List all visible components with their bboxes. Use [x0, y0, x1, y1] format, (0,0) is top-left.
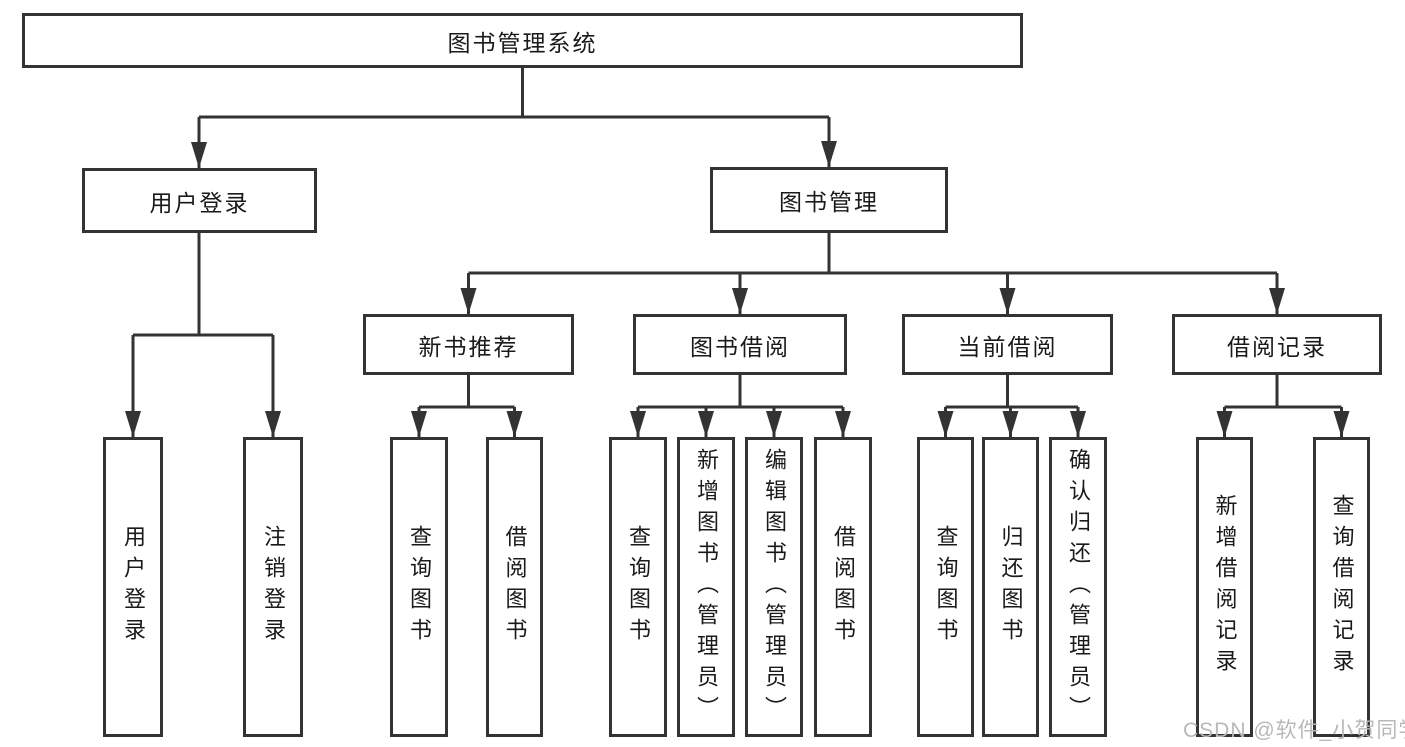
node-current-borrow: 当前借阅 — [902, 314, 1113, 375]
node-query-book-cb-label: 查询图书 — [933, 525, 959, 649]
node-query-book-cb: 查询图书 — [917, 437, 974, 737]
node-borrow-records: 借阅记录 — [1172, 314, 1382, 375]
node-confirm-return-label: 确认归还（管理员） — [1066, 447, 1091, 727]
connector-new-book-rec-branch — [419, 374, 515, 409]
node-edit-book-label: 编辑图书（管理员） — [762, 447, 787, 727]
connector-user-login-branch — [133, 233, 273, 337]
watermark: CSDN @软件_小贺同学 — [1183, 719, 1405, 742]
node-login-label: 用户登录 — [121, 525, 146, 649]
node-borrow-book-bb: 借阅图书 — [814, 437, 872, 737]
node-query-book-bb: 查询图书 — [609, 437, 667, 737]
node-query-borrow-record-label: 查询借阅记录 — [1329, 494, 1355, 680]
node-query-borrow-record: 查询借阅记录 — [1313, 437, 1370, 737]
node-login: 用户登录 — [103, 437, 163, 737]
node-user-login: 用户登录 — [82, 168, 317, 233]
node-book-mgmt: 图书管理 — [710, 167, 948, 233]
node-query-book-nb-label: 查询图书 — [407, 525, 432, 649]
connector-book-borrow-branch — [638, 374, 843, 409]
node-root: 图书管理系统 — [22, 13, 1023, 68]
node-return-book: 归还图书 — [982, 437, 1039, 737]
node-new-book-rec: 新书推荐 — [363, 314, 574, 375]
node-add-borrow-record: 新增借阅记录 — [1196, 437, 1253, 737]
node-borrow-book-nb-label: 借阅图书 — [502, 525, 528, 649]
node-edit-book: 编辑图书（管理员） — [745, 437, 803, 737]
node-confirm-return: 确认归还（管理员） — [1049, 437, 1107, 737]
node-logout: 注销登录 — [243, 437, 303, 737]
node-borrow-book-bb-label: 借阅图书 — [831, 525, 856, 649]
node-logout-label: 注销登录 — [261, 525, 286, 649]
node-query-book-bb-label: 查询图书 — [626, 525, 651, 649]
node-borrow-book-nb: 借阅图书 — [486, 437, 543, 737]
node-add-book: 新增图书（管理员） — [677, 437, 735, 737]
node-add-borrow-record-label: 新增借阅记录 — [1212, 494, 1238, 680]
connector-current-borrow-branch — [945, 374, 1078, 409]
node-book-borrow: 图书借阅 — [633, 314, 847, 375]
connector-book-mgmt-branch — [468, 233, 1277, 275]
connector-root-branch — [199, 68, 829, 119]
node-add-book-label: 新增图书（管理员） — [694, 447, 719, 727]
node-query-book-nb: 查询图书 — [390, 437, 448, 737]
connector-borrow-records-branch — [1224, 374, 1342, 409]
node-return-book-label: 归还图书 — [998, 525, 1024, 649]
